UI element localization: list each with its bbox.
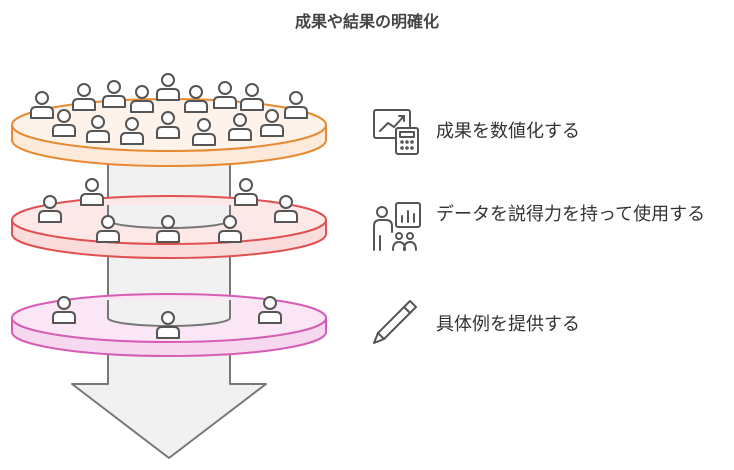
presenter-chart-icon bbox=[373, 202, 421, 251]
diagram-title: 成果や結果の明確化 bbox=[294, 12, 439, 31]
chart-calculator-icon bbox=[373, 109, 419, 155]
step-label-use-data: データを説得力を持って使用する bbox=[436, 204, 706, 225]
step-label-quantify: 成果を数値化する bbox=[436, 121, 580, 142]
pencil-icon bbox=[373, 300, 417, 344]
step-label-examples: 具体例を提供する bbox=[436, 314, 580, 335]
